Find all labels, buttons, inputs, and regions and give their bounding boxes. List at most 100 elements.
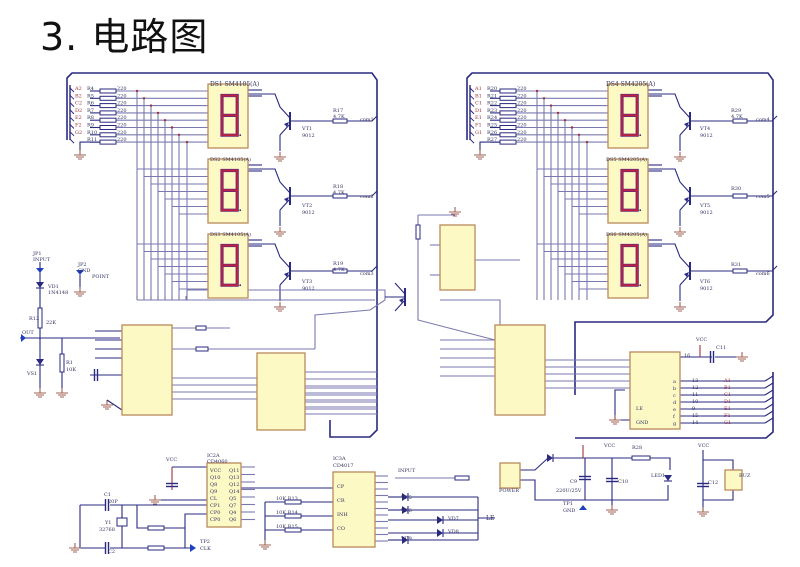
diode [402, 506, 408, 514]
decoder-output-labels: a b c d e f g 13 12 11 10 9 15 14 A1 B1 … [673, 378, 731, 427]
wire [764, 375, 774, 382]
junction [535, 89, 539, 93]
resistor [37, 307, 43, 329]
vt2-type: 9012 [302, 210, 315, 216]
pin: Q12 [229, 482, 239, 488]
diode [547, 454, 553, 462]
resistor [99, 88, 117, 94]
jp1-name: INPUT [33, 257, 51, 263]
resistor [415, 224, 421, 240]
out-pin: 9 [692, 406, 695, 412]
wire [614, 389, 630, 421]
com5-label: com5 [756, 194, 770, 200]
wire [136, 505, 148, 529]
pin: CP0 [210, 517, 220, 523]
pin: CL [210, 496, 218, 502]
resistor [99, 139, 117, 145]
junction [185, 140, 189, 144]
label: 220 [517, 130, 527, 136]
label: D2 [75, 108, 82, 114]
wire [764, 382, 774, 389]
resistor [99, 95, 117, 101]
label: E1 [475, 115, 482, 121]
diode [36, 359, 44, 365]
ic-comparator [121, 324, 173, 416]
wire [106, 399, 123, 411]
label: C2 [75, 101, 82, 107]
wire [747, 265, 778, 272]
wire [479, 141, 500, 150]
out-pin: 12 [692, 385, 698, 391]
diode [437, 529, 443, 537]
seg-f: f [673, 414, 676, 420]
transistor-arrow [399, 298, 404, 303]
wire [679, 106, 691, 119]
y1-label: Y1 [104, 520, 111, 526]
com4-label: com4 [756, 117, 770, 123]
wire [764, 403, 774, 410]
label: A1 [474, 86, 482, 92]
vd8-label: VD8 [447, 529, 459, 535]
r19-label: R19 [333, 261, 343, 267]
jp2-name: POINT [92, 274, 110, 280]
le-label: LE [486, 515, 494, 522]
transistor-arrow [684, 272, 689, 277]
label: D1 [475, 108, 482, 114]
resistor [499, 88, 517, 94]
junction [163, 119, 167, 122]
label: R25 [487, 123, 497, 129]
tp1-name: GND [563, 508, 575, 514]
wire [764, 396, 774, 403]
vt3-type: 9012 [302, 286, 315, 292]
buz-label: BUZ [739, 473, 751, 479]
seg-e: e [673, 407, 676, 413]
pin: Q7 [229, 503, 236, 509]
label: B1 [475, 93, 482, 99]
label: R7 [87, 108, 94, 114]
c1-label: C1 [104, 492, 111, 498]
c9-value: 220U/25V [556, 488, 582, 494]
ic-counter-middle [494, 324, 546, 416]
pin: CP0 [210, 510, 220, 516]
out-pin: 15 [692, 413, 698, 419]
r28-label: R28 [632, 445, 642, 451]
wire [764, 389, 774, 396]
vt5-label: VT5 [699, 203, 710, 209]
jp1-label: JP1 [32, 251, 42, 257]
wire [347, 115, 378, 122]
label: 220 [517, 101, 527, 107]
label: F1 [475, 123, 482, 129]
ic2a-label: IC2A [207, 453, 220, 459]
wire [347, 190, 378, 197]
ds1-label: DS1 SM4105(A) [210, 81, 259, 88]
decimal-point [639, 209, 642, 212]
resistor [499, 110, 517, 116]
crystal [116, 517, 128, 527]
decimal-point [639, 134, 642, 137]
vd9-label: VD9 [400, 536, 412, 542]
junction [142, 97, 146, 100]
vt6-type: 9012 [700, 286, 713, 292]
vt6-label: VT6 [699, 279, 710, 285]
com3-label: com3 [360, 271, 374, 277]
wire [164, 513, 207, 529]
decimal-point [239, 209, 242, 212]
r17-value: 4.7K [333, 114, 345, 120]
vt4-label: VT4 [699, 126, 710, 132]
ic3a-label: IC3A [333, 456, 346, 462]
resistor [147, 545, 165, 551]
label: 220 [517, 93, 527, 99]
resistor [454, 475, 470, 481]
com1-label: com1 [360, 117, 374, 123]
ic-decoder-left [256, 352, 306, 431]
label: 220 [117, 123, 127, 129]
label: F2 [75, 123, 82, 129]
pin: Q4 [229, 510, 236, 516]
out-pin: 13 [692, 378, 698, 384]
seg-g: g [673, 421, 677, 427]
wire [520, 457, 671, 471]
r18-label: R18 [333, 184, 343, 190]
com6-label: com6 [756, 271, 770, 277]
transistor-arrow [684, 122, 689, 127]
